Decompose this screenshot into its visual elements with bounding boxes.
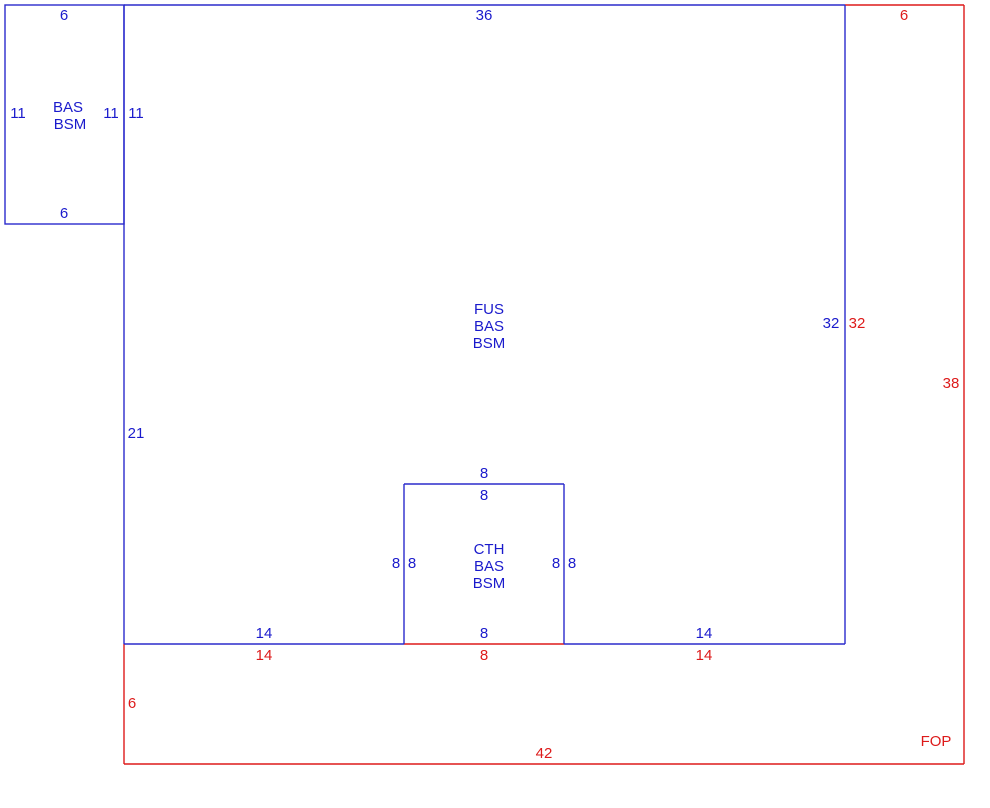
main-area-label-1: FUS	[474, 301, 504, 318]
porch-dim-under-right: 14	[696, 647, 713, 664]
porch-dim-under-left: 14	[256, 647, 273, 664]
small-area-dim-top: 6	[60, 7, 68, 24]
inner-area-dim-top-inner: 8	[480, 487, 488, 504]
main-area-dim-top: 36	[476, 7, 493, 24]
small-area-dim-left: 11	[10, 105, 26, 122]
inner-area-dim-right-outer: 8	[568, 555, 576, 572]
inner-area-dim-top-outer: 8	[480, 465, 488, 482]
inner-area-dim-left-inner: 8	[408, 555, 416, 572]
inner-area-dim-left-outer: 8	[392, 555, 400, 572]
small-area-dim-bottom: 6	[60, 205, 68, 222]
porch-dim-right: 38	[943, 375, 960, 392]
inner-area-dim-bottom: 8	[480, 625, 488, 642]
main-area-dim-bottom-right: 14	[696, 625, 713, 642]
porch-dim-under-mid: 8	[480, 647, 488, 664]
inner-area-dim-right-inner: 8	[552, 555, 560, 572]
inner-area-label-3: BSM	[473, 575, 506, 592]
main-area-label-2: BAS	[474, 318, 504, 335]
main-area-dim-right: 32	[823, 315, 840, 332]
porch-dim-top: 6	[900, 7, 908, 24]
porch-label: FOP	[921, 733, 952, 750]
main-area-dim-left-upper: 11	[128, 105, 144, 122]
main-area-label-3: BSM	[473, 335, 506, 352]
porch-outline	[123, 4, 965, 765]
main-area-outline	[123, 4, 846, 645]
inner-area-label-1: CTH	[474, 541, 505, 558]
porch-dim-right-inner: 32	[849, 315, 866, 332]
small-area-label-1: BAS	[53, 99, 83, 116]
main-area-dim-bottom-left: 14	[256, 625, 273, 642]
main-area-dim-left-lower: 21	[128, 425, 145, 442]
small-area-label-2: BSM	[54, 116, 87, 133]
small-area-dim-right: 11	[103, 105, 119, 122]
porch-dim-bottom: 42	[536, 745, 553, 762]
inner-area-label-2: BAS	[474, 558, 504, 575]
porch-dim-left: 6	[128, 695, 136, 712]
inner-area-outline	[403, 483, 565, 644]
